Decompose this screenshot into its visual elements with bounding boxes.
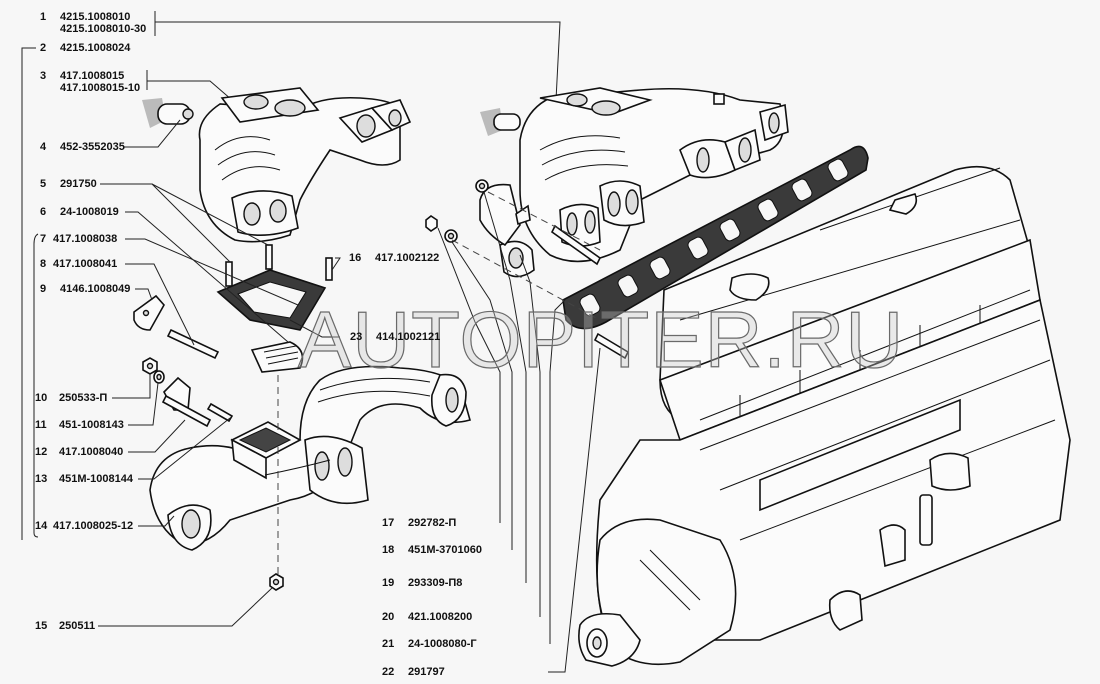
part-number: 417.1008015: [60, 70, 125, 82]
callout-5: 5 291750: [40, 178, 97, 190]
callout-6: 6 24-1008019: [40, 206, 119, 218]
callout-10: 10 250533-П: [35, 392, 107, 404]
group-bracket-2-14: [21, 47, 36, 540]
watermark: AUTOPITER.RU: [297, 295, 905, 384]
callout-4: 4 452-3552035: [40, 141, 125, 153]
callout-number: 6: [40, 206, 47, 218]
part-number: 451М-3701060: [408, 544, 483, 556]
callout-number: 12: [35, 446, 48, 458]
lower-manifold-part-14: [149, 365, 471, 551]
part-number: 292782-П: [408, 517, 457, 529]
callout-3: 3 417.1008015 417.1008015-10: [40, 70, 140, 94]
callout-number: 16: [349, 252, 362, 264]
part-number: 4146.1008049: [60, 283, 131, 295]
bracket-part-12: [161, 376, 212, 428]
callout-number: 17: [382, 517, 395, 529]
callout-number: 5: [40, 178, 47, 190]
part-number: 451-1008143: [59, 419, 124, 431]
nut-and-washer-16: [425, 215, 458, 243]
callout-number: 23: [350, 331, 363, 343]
callout-15: 15 250511: [35, 620, 95, 632]
callout-number: 20: [382, 611, 395, 623]
callout-13: 13 451М-1008144: [35, 473, 133, 485]
engine-block: [578, 165, 1071, 667]
part-number: 414.1002121: [376, 331, 441, 343]
leader-lines: [98, 119, 601, 673]
part-number: 291750: [60, 178, 97, 190]
washer-part-17: [475, 179, 489, 193]
callout-number: 11: [35, 419, 47, 431]
part-number: 421.1008200: [408, 611, 473, 623]
callout-19: 19 293309-П8: [382, 577, 462, 589]
callout-number: 3: [40, 70, 47, 82]
part-number: 417.1008015-10: [60, 82, 141, 94]
callout-number: 1: [40, 11, 47, 23]
callout-number: 21: [382, 638, 395, 650]
part-number: 250533-П: [59, 392, 108, 404]
callout-22: 22 291797: [382, 666, 445, 678]
part-number: 291797: [408, 666, 445, 678]
callout-number: 9: [40, 283, 47, 295]
callout-8: 8 417.1008041: [40, 258, 117, 270]
callout-12: 12 417.1008040: [35, 446, 123, 458]
callout-1: 1 4215.1008010 4215.1008010-30: [40, 11, 146, 35]
part-number: 24-1008019: [60, 206, 119, 218]
callout-20: 20 421.1008200: [382, 611, 472, 623]
sensor-part-4: [142, 98, 194, 128]
callout-number: 10: [35, 392, 48, 404]
callout-number: 13: [35, 473, 48, 485]
callout-7: 7 417.1008038: [40, 233, 117, 245]
manifold-assembly-part-1: [479, 87, 789, 278]
callout-number: 19: [382, 577, 395, 589]
stud-part-22: [593, 332, 630, 360]
callout-number: 14: [35, 520, 48, 532]
part-number: 417.1008025-12: [53, 520, 134, 532]
part-number: 250511: [59, 620, 96, 632]
part-number: 417.1008040: [59, 446, 124, 458]
callout-14: 14 417.1008025-12: [35, 520, 133, 532]
part-number: 4215.1008024: [60, 42, 131, 54]
part-number: 4215.1008010-30: [60, 23, 147, 35]
part-number: 4215.1008010: [60, 11, 131, 23]
upper-manifold-left: [198, 87, 412, 243]
part-number: 452-3552035: [60, 141, 125, 153]
callout-number: 4: [40, 141, 47, 153]
callout-17: 17 292782-П: [382, 517, 456, 529]
callout-number: 7: [40, 233, 47, 245]
group-bracket-7-14: [33, 233, 39, 538]
part-number: 417.1008041: [53, 258, 118, 270]
callout-9: 9 4146.1008049: [40, 283, 130, 295]
heat-shield-part-23: [250, 341, 304, 373]
nut-part-15: [269, 573, 284, 591]
bracket-part-9: [133, 294, 165, 331]
manifold-gasket-part-20: [562, 145, 869, 330]
part-number: 417.1002122: [375, 252, 440, 264]
washer-part-11: [153, 370, 165, 384]
bracket-callout-1: [154, 11, 561, 101]
nut-part-10: [142, 357, 158, 375]
callout-21: 21 24-1008080-Г: [382, 638, 477, 650]
part-number: 293309-П8: [408, 577, 463, 589]
callout-18: 18 451М-3701060: [382, 544, 482, 556]
callout-11: 11 451-1008143: [35, 419, 124, 431]
callout-number: 22: [382, 666, 395, 678]
part-number: 451М-1008144: [59, 473, 134, 485]
callout-23: 23 414.1002121: [350, 331, 440, 343]
stud-part-13: [206, 402, 234, 423]
callout-number: 2: [40, 42, 47, 54]
bracket-callout-3: [146, 70, 233, 101]
callout-number: 18: [382, 544, 395, 556]
callout-number: 8: [40, 258, 47, 270]
gasket-part-6: [216, 269, 327, 331]
part-number: 417.1008038: [53, 233, 118, 245]
part-number: 24-1008080-Г: [408, 638, 477, 650]
callout-2: 2 4215.1008024: [40, 42, 130, 54]
callout-16: 16 417.1002122: [349, 252, 439, 264]
callout-number: 15: [35, 620, 48, 632]
